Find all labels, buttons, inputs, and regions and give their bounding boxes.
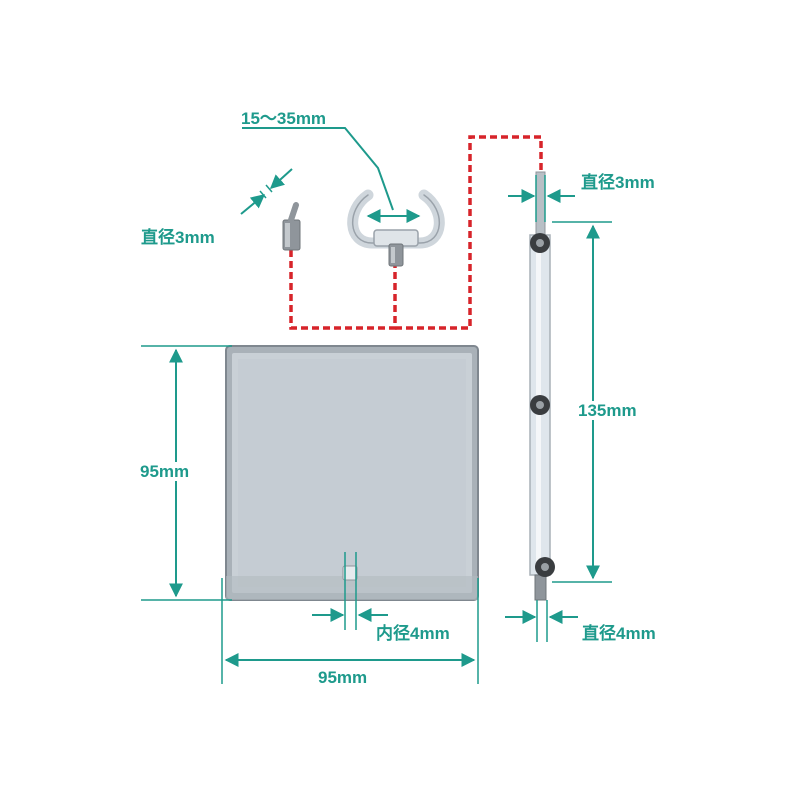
- rod-joint-middle: [530, 395, 550, 415]
- hole-inner-diameter-label: 内径4mm: [376, 624, 450, 643]
- rod-bottom-diameter-label: 直径4mm: [582, 624, 656, 643]
- rod-joint-bottom: [535, 557, 555, 577]
- base-height-label: 95mm: [140, 462, 190, 481]
- rod-length-label: 135mm: [578, 401, 637, 420]
- tip-diameter-label: 直径3mm: [141, 228, 215, 247]
- bent-tip-icon: [282, 202, 301, 251]
- clip-range-label: 15～35mm: [241, 109, 327, 128]
- base-plate-icon: [225, 345, 479, 601]
- connector-lines: [289, 135, 543, 330]
- base-width-label: 95mm: [318, 668, 368, 687]
- c-clip-icon: [347, 189, 445, 267]
- support-rod-icon: [529, 171, 555, 601]
- rod-joint-top: [530, 233, 550, 253]
- rod-top-diameter-label: 直径3mm: [581, 173, 655, 192]
